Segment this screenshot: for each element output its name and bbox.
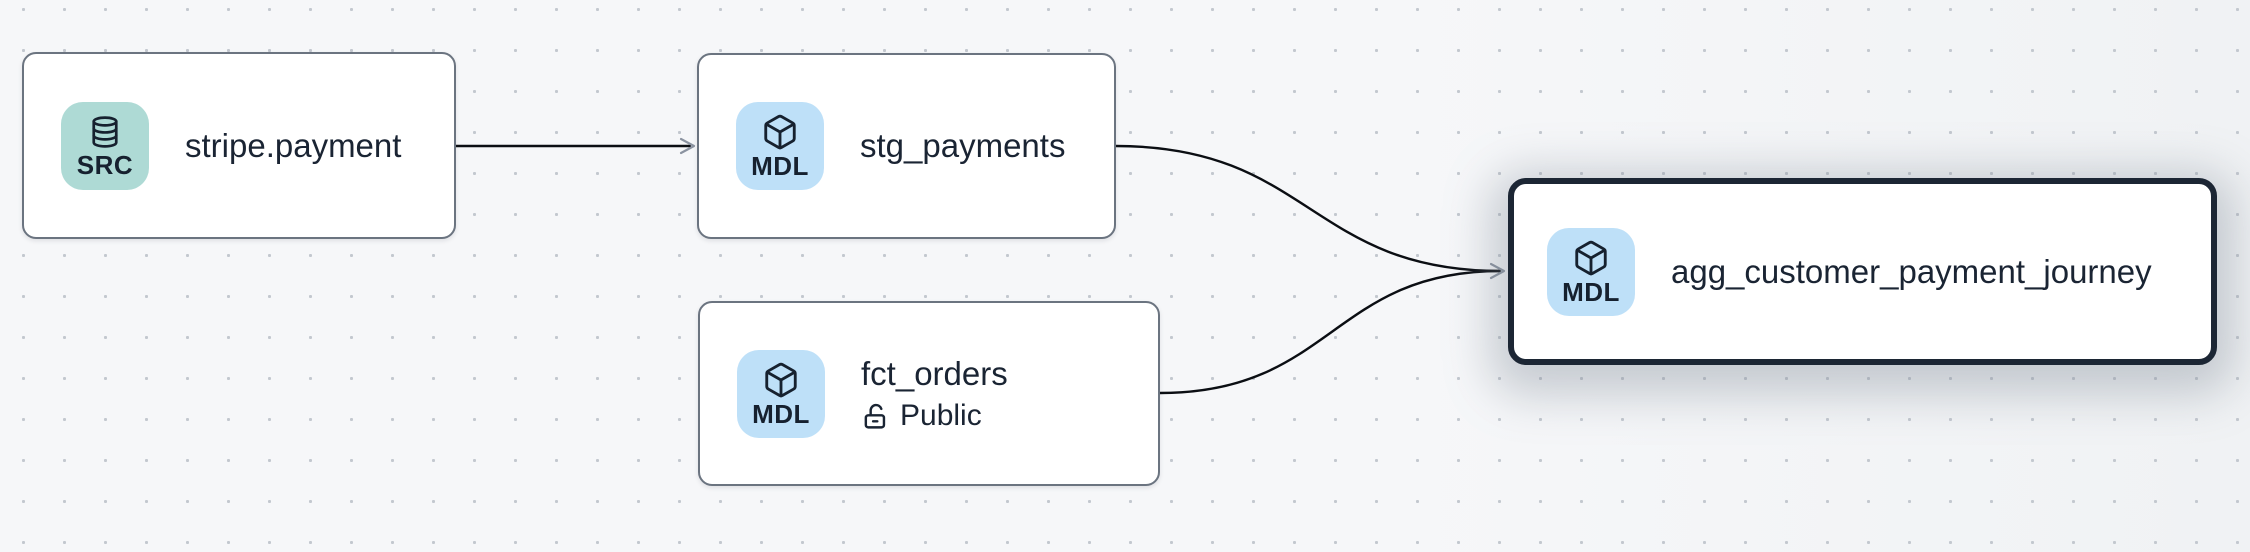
badge-label: MDL	[752, 398, 810, 429]
model-badge: MDL	[1547, 227, 1635, 316]
cube-icon	[1575, 240, 1607, 275]
access-row: Public	[861, 399, 1008, 433]
arrowhead-icon	[679, 137, 696, 155]
edge-stg-payments-to-agg-customer-payment-journey	[1115, 144, 1502, 273]
database-icon	[92, 115, 118, 148]
node-stripe-payment[interactable]: SRC stripe.payment	[22, 52, 456, 239]
node-title: stg_payments	[860, 127, 1066, 164]
node-title: agg_customer_payment_journey	[1671, 252, 2152, 290]
node-title: fct_orders	[861, 355, 1008, 392]
badge-label: SRC	[76, 149, 134, 180]
cube-icon	[764, 114, 796, 150]
badge-label: MDL	[1562, 276, 1620, 307]
node-agg-customer-payment-journey[interactable]: MDL agg_customer_payment_journey	[1508, 178, 2217, 365]
model-badge: MDL	[737, 349, 825, 438]
node-fct-orders[interactable]: MDL fct_orders Public	[698, 301, 1160, 486]
node-stg-payments[interactable]: MDL stg_payments	[697, 53, 1116, 239]
source-badge: SRC	[61, 101, 149, 190]
arrowhead-icon	[1489, 262, 1506, 280]
edge-fct-orders-to-agg-customer-payment-journey	[1159, 269, 1502, 395]
cube-icon	[765, 362, 797, 397]
badge-label: MDL	[751, 151, 809, 181]
model-badge: MDL	[736, 102, 824, 190]
node-title: stripe.payment	[185, 126, 402, 164]
lock-open-icon	[864, 403, 886, 429]
access-label: Public	[900, 399, 982, 432]
